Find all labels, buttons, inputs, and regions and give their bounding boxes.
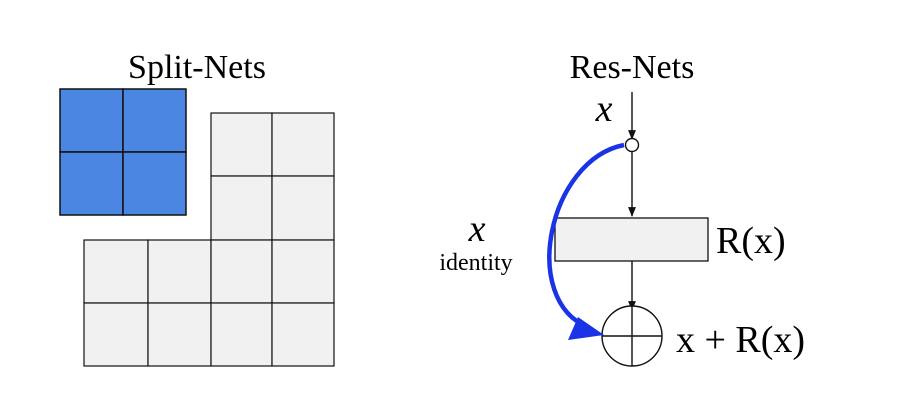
split-nets-panel: Split-Nets: [59, 49, 335, 367]
grey-cell: [210, 175, 273, 241]
grey-cell: [271, 239, 335, 304]
skip-arrowhead: [568, 317, 604, 340]
res-nets-title: Res-Nets: [570, 49, 695, 86]
grey-cell: [147, 239, 212, 304]
blue-cell: [59, 88, 124, 153]
grey-cell: [83, 239, 149, 304]
identity-skip-arrow: [547, 142, 625, 340]
input-x-label: x: [595, 88, 613, 130]
grey-cell: [210, 302, 273, 367]
grey-cell: [271, 112, 335, 177]
grey-cell: [210, 239, 273, 304]
grey-cell: [271, 302, 335, 367]
res-nets-panel: Res-Nets x R(x) x + R(x) x identity: [439, 49, 805, 367]
grey-cell: [271, 175, 335, 241]
skip-x-label: x: [468, 208, 486, 250]
residual-block: [554, 217, 709, 262]
blue-cell: [59, 151, 124, 216]
grey-cell: [210, 112, 273, 177]
skip-arc: [547, 142, 625, 330]
output-label: x + R(x): [676, 319, 805, 361]
grey-cell: [147, 302, 212, 367]
split-node: [624, 137, 640, 153]
sum-node: [601, 305, 663, 367]
split-nets-title: Split-Nets: [128, 49, 266, 86]
blue-cell: [122, 88, 187, 153]
blue-cell: [122, 151, 187, 216]
grey-cell: [83, 302, 149, 367]
split-nets-blue-block: [59, 88, 187, 216]
skip-identity-label: identity: [439, 250, 512, 276]
residual-label: R(x): [716, 220, 786, 262]
split-nets-grey-block: [83, 112, 335, 367]
